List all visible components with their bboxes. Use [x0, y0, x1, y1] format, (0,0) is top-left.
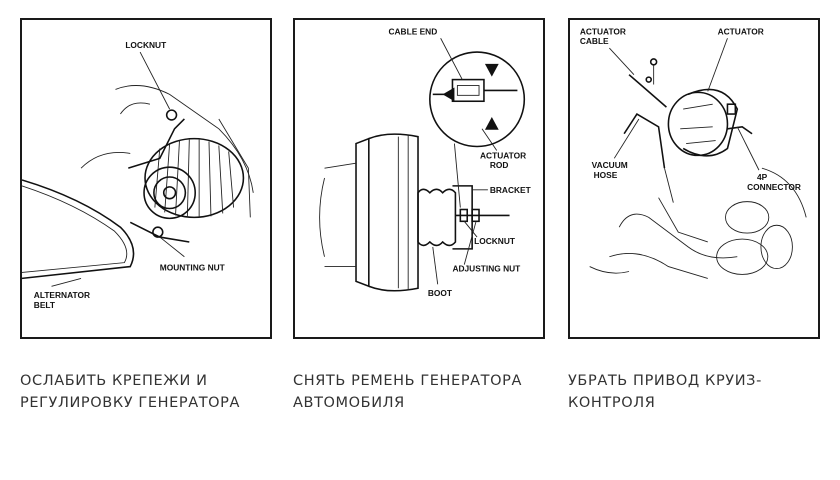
alternator-diagram-panel: LOCKNUT MOUNTING NUT ALTERNATOR BELT — [20, 18, 272, 339]
adjusting-nut-label: ADJUSTING NUT — [452, 264, 521, 274]
locknut-bolt — [165, 109, 178, 121]
actuator-cable — [628, 74, 667, 108]
boot — [417, 188, 457, 247]
cruise-actuator-diagram-panel: ACTUATOR CABLE ACTUATOR VACUUM HOSE 4P C… — [568, 18, 820, 339]
adjuster-bracket — [128, 118, 185, 169]
bracket-label: BRACKET — [490, 185, 532, 195]
alternator-label: ALTERNATOR — [34, 290, 90, 300]
connector-4p — [727, 126, 753, 135]
cruise-actuator-diagram: ACTUATOR CABLE ACTUATOR VACUUM HOSE 4P C… — [580, 26, 807, 279]
locknut-label: LOCKNUT — [474, 236, 516, 246]
actuator-cable-diagram-panel: CABLE END ACTUATOR ROD BRACKET LOCKNUT A… — [293, 18, 545, 339]
alternator-belt — [22, 179, 135, 280]
cable-end-label: CABLE END — [388, 26, 437, 36]
locknut — [459, 208, 469, 223]
rod-label: ROD — [490, 160, 509, 170]
mounting-nut-label: MOUNTING NUT — [160, 263, 226, 273]
vacuum-hose — [623, 112, 666, 169]
locknut-label: LOCKNUT — [125, 40, 167, 50]
actuator-cable-label-line-1: ACTUATOR — [580, 26, 626, 36]
caption-loosen-alternator: ОСЛАБИТЬ КРЕПЕЖИ И РЕГУЛИРОВКУ ГЕНЕРАТОР… — [20, 373, 241, 411]
actuator-unit — [667, 91, 729, 157]
caption-remove-cruise-actuator: УБРАТЬ ПРИВОД КРУИЗ-КОНТРОЛЯ — [568, 373, 762, 411]
connector-label-line-2: CONNECTOR — [747, 182, 801, 192]
mounting-nut-bolt — [152, 226, 164, 238]
hose-label: HOSE — [594, 170, 618, 180]
adjusting-nut — [471, 208, 480, 223]
alternator-pulley — [143, 166, 196, 220]
belt-label: BELT — [34, 300, 56, 310]
vacuum-label: VACUUM — [592, 160, 628, 170]
caption-remove-belt: СНЯТЬ РЕМЕНЬ ГЕНЕРАТОРА АВТОМОБИЛЯ — [293, 373, 523, 411]
cable-end-detail — [429, 51, 526, 148]
actuator-housing — [368, 133, 419, 292]
actuator-cable-label-line-2: CABLE — [580, 36, 609, 46]
alternator-body — [144, 137, 245, 219]
alternator-diagram: LOCKNUT MOUNTING NUT ALTERNATOR BELT — [22, 40, 254, 310]
actuator-label: ACTUATOR — [480, 150, 526, 160]
connector-label-line-1: 4P — [757, 172, 768, 182]
boot-label: BOOT — [428, 288, 453, 298]
actuator-label: ACTUATOR — [718, 26, 764, 36]
actuator-cable-diagram: CABLE END ACTUATOR ROD BRACKET LOCKNUT A… — [319, 26, 532, 298]
